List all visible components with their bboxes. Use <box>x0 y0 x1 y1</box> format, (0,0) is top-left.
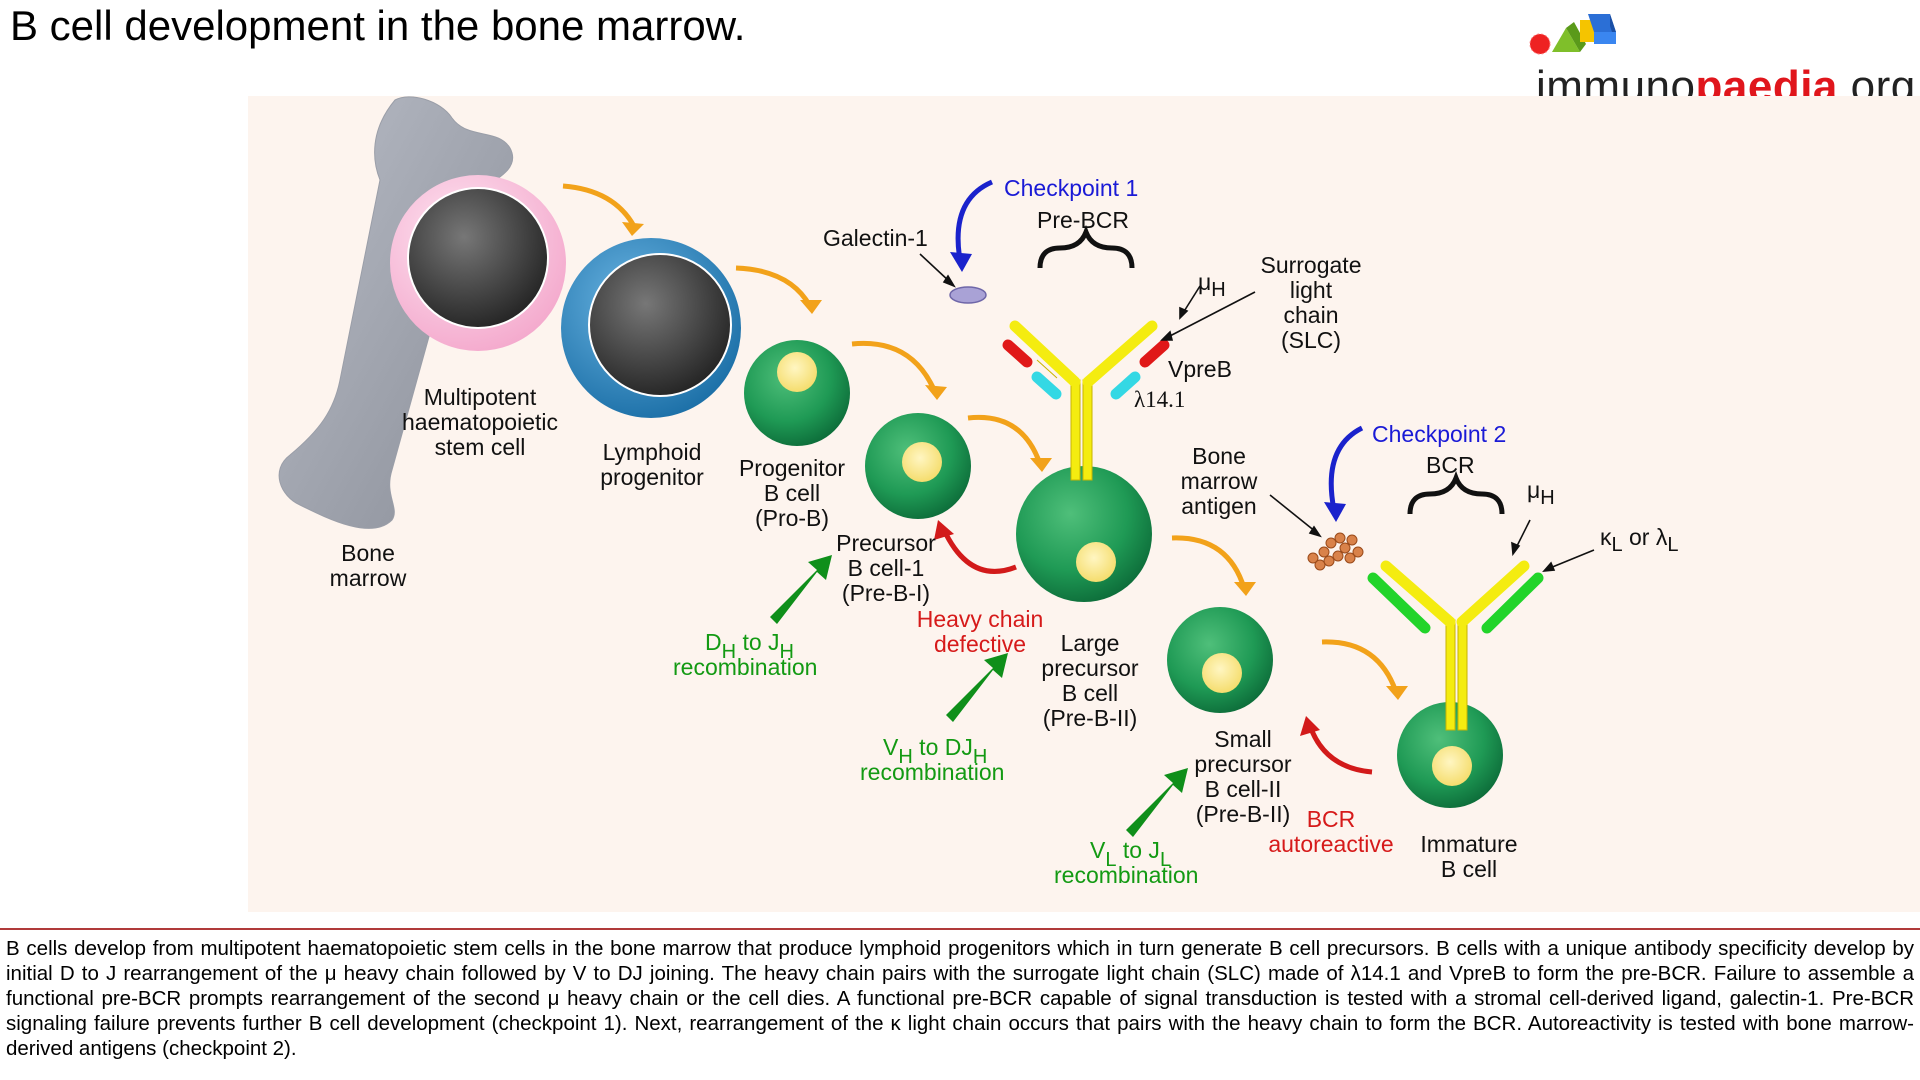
large-pre-b-cell <box>1016 466 1152 602</box>
checkpoint-2-label: Checkpoint 2 <box>1372 421 1506 447</box>
feedback-arrows <box>934 520 1373 775</box>
pre-bcr-label: Pre-BCR <box>1037 207 1129 233</box>
checkpoint-arrows <box>950 179 1364 522</box>
immature-b-cell <box>1397 702 1503 808</box>
galectin-label: Galectin-1 <box>823 225 928 251</box>
vdj-recombination-label: VH to DJH recombination <box>860 734 1004 785</box>
kappa-lambda-label: κL or λL <box>1600 524 1678 556</box>
small-pre-b-cell <box>1167 607 1273 713</box>
recombination-arrows <box>770 555 1188 837</box>
bcr-receptor <box>1367 560 1544 731</box>
stem-cell <box>390 175 566 351</box>
checkpoint-1-label: Checkpoint 1 <box>1004 175 1138 201</box>
figure-caption: B cells develop from multipotent haemato… <box>6 937 1914 1060</box>
light-chain-left-bar <box>1367 572 1431 634</box>
lambda-left-bar <box>1031 371 1062 400</box>
vpreb-right-bar <box>1139 339 1170 368</box>
progression-arrows <box>562 183 1408 700</box>
vj-recombination-label: VL to JL recombination <box>1054 837 1198 888</box>
galectin-1-molecule <box>949 286 987 304</box>
logo-cubes-icon <box>1529 14 1616 55</box>
bcr-brace <box>1407 470 1505 515</box>
pre-bcr-brace <box>1037 224 1135 269</box>
bcr-label: BCR <box>1426 452 1475 478</box>
pro-b-cell <box>744 340 850 446</box>
pre-b1-cell <box>865 413 971 519</box>
lambda-right-bar <box>1110 371 1141 400</box>
page-title: B cell development in the bone marrow. <box>10 2 746 49</box>
bone-marrow-antigen <box>1307 532 1364 571</box>
pre-bcr-receptor <box>1002 320 1170 481</box>
lambda141-label: λ14.1 <box>1134 387 1185 412</box>
light-chain-right-bar <box>1481 572 1544 634</box>
dj-recombination-label: DH to JH recombination <box>673 629 817 680</box>
vpreb-label: VpreB <box>1168 356 1232 382</box>
lymphoid-progenitor-cell <box>561 238 741 418</box>
caption-divider <box>0 928 1920 930</box>
pointer-lines <box>919 253 1595 572</box>
vpreb-left-bar <box>1002 339 1033 368</box>
mu-h2-label: μH <box>1527 477 1555 509</box>
mu-h-label: μH <box>1198 269 1226 301</box>
